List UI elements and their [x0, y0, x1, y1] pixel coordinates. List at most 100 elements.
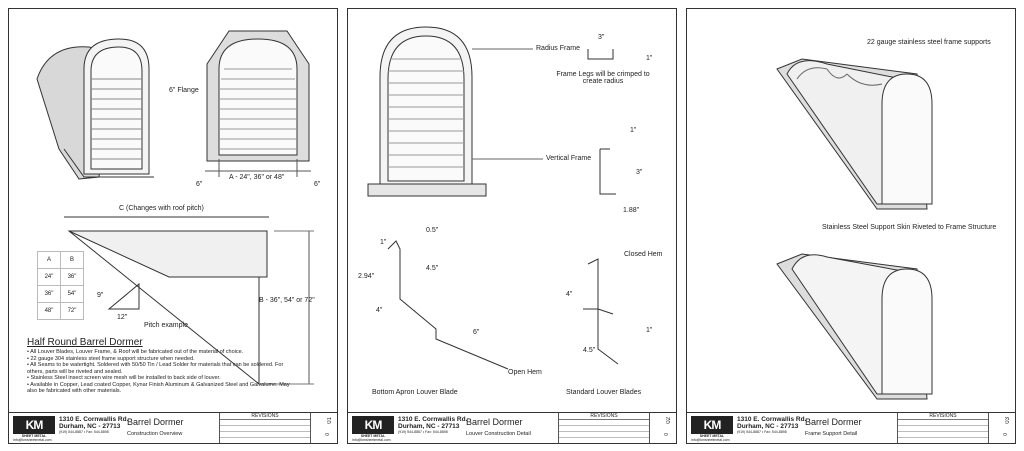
drawing-subtitle: Frame Support Detail — [805, 431, 858, 437]
pitch-example-label: Pitch example — [144, 322, 188, 329]
dormer-3d-view — [36, 38, 154, 180]
notes-list: • All Louver Blades, Louver Frame, & Roo… — [27, 349, 292, 395]
three-top-label: 3" — [598, 34, 605, 41]
sheet-number: 03 — [1005, 417, 1011, 424]
company-contact: (919) 544-8887 • Fax: 544-8898 — [59, 430, 109, 434]
flange-label: 6" Flange — [169, 87, 199, 94]
company-logo-sub: SHEET METAL — [699, 434, 725, 438]
address-line: 1310 E. Cornwallis Rd. — [737, 416, 807, 423]
note-item: • All Seams to be watertight. Soldered w… — [27, 362, 284, 375]
support-skin-view — [776, 253, 933, 400]
three-v-label: 3" — [636, 169, 643, 176]
company-contact: (919) 544-8887 • Fax: 544-8898 — [398, 430, 448, 434]
company-logo-sub: SHEET METAL — [21, 434, 47, 438]
std-45-label: 4.5" — [583, 347, 596, 354]
sheet-number: 01 — [327, 417, 333, 424]
note-item: • 22 gauge 304 stainless steel frame sup… — [27, 355, 195, 362]
revision-number: 0 — [325, 433, 331, 436]
sheet-construction-overview: 6" Flange A - 24", 36" or 48" 6" 6" C (C… — [8, 8, 338, 444]
one88-label: 1.88" — [623, 207, 640, 214]
drawing-name: Barrel Dormer — [127, 417, 184, 427]
company-address: 1310 E. Cornwallis Rd.Durham, NC - 27713 — [398, 416, 467, 430]
revisions-box: REVISIONS — [219, 413, 311, 443]
title-block: KM SHEET METAL 1310 E. Cornwallis Rd.Dur… — [9, 412, 337, 443]
address-line: Durham, NC - 27713 — [398, 423, 460, 430]
note-item: • Stainless Steel insect screen wire mes… — [27, 375, 221, 381]
bottom-apron-label: Bottom Apron Louver Blade — [372, 389, 458, 396]
c-dim-label: C (Changes with roof pitch) — [119, 205, 204, 212]
drawing-subtitle: Construction Overview — [127, 431, 183, 437]
closed-hem-label: Closed Hem — [624, 251, 663, 258]
width-label: A - 24", 36" or 48" — [229, 174, 285, 181]
company-address: 1310 E. Cornwallis Rd.Durham, NC - 27713 — [59, 416, 128, 430]
drawing-sheet1 — [36, 30, 314, 386]
revisions-box: REVISIONS — [897, 413, 989, 443]
company-email: info@kmsheetmetal.com — [352, 438, 391, 442]
louver-elevation — [367, 26, 543, 197]
table-header-b: B — [60, 251, 84, 269]
table-header-a: A — [37, 251, 61, 269]
legs-note: Frame Legs will be crimped to create rad… — [556, 71, 650, 85]
dim-294-label: 2.94" — [358, 273, 375, 280]
skin-label: Stainless Steel Support Skin Riveted to … — [822, 224, 997, 231]
revision-number: 0 — [664, 433, 670, 436]
company-email: info@kmsheetmetal.com — [13, 438, 52, 442]
blade-profiles — [387, 240, 619, 370]
drawing-subtitle: Louver Construction Detail — [466, 431, 531, 437]
frame-supports-view — [776, 58, 933, 210]
table-cell: 72" — [60, 302, 84, 320]
pitch-12-label: 12" — [117, 314, 128, 321]
table-cell: 36" — [37, 285, 61, 303]
revisions-header: REVISIONS — [220, 413, 310, 420]
one-top-label: 1" — [646, 55, 653, 62]
drawing-name: Barrel Dormer — [805, 417, 862, 427]
note-item: • All Louver Blades, Louver Frame, & Roo… — [27, 349, 244, 355]
frame-profiles — [587, 49, 616, 195]
sheet-number: 02 — [666, 417, 672, 424]
sheet-louver-detail: Radius Frame 3" 1" Frame Legs will be cr… — [347, 8, 677, 444]
std-1-label: 1" — [646, 327, 653, 334]
revision-number: 0 — [1003, 433, 1009, 436]
radius-frame-label: Radius Frame — [536, 45, 580, 52]
b-dim-label: B - 36", 54" or 72" — [259, 297, 315, 304]
dormer-front-view — [205, 30, 311, 177]
dim-45-label: 4.5" — [426, 265, 439, 272]
drawing-sheet3 — [776, 58, 933, 400]
company-logo: KM — [691, 416, 733, 434]
address-line: 1310 E. Cornwallis Rd. — [59, 416, 129, 423]
section-heading: Half Round Barrel Dormer — [27, 337, 143, 348]
open-hem-label: Open Hem — [508, 369, 542, 376]
revisions-box: REVISIONS — [558, 413, 650, 443]
company-logo: KM — [352, 416, 394, 434]
address-line: Durham, NC - 27713 — [737, 423, 799, 430]
supports-label: 22 gauge stainless steel frame supports — [867, 39, 991, 46]
company-address: 1310 E. Cornwallis Rd.Durham, NC - 27713 — [737, 416, 806, 430]
six-left-label: 6" — [196, 181, 203, 188]
dim-6-label: 6" — [473, 329, 480, 336]
sheet-frame-support: 22 gauge stainless steel frame supports … — [686, 8, 1016, 444]
table-cell: 24" — [37, 268, 61, 286]
dim-1-label: 1" — [380, 239, 387, 246]
drawing-sheet2 — [367, 26, 619, 370]
title-block: KM SHEET METAL 1310 E. Cornwallis Rd.Dur… — [687, 412, 1015, 443]
company-logo: KM — [13, 416, 55, 434]
vertical-frame-label: Vertical Frame — [546, 155, 592, 162]
drawing-name: Barrel Dormer — [466, 417, 523, 427]
company-logo-sub: SHEET METAL — [360, 434, 386, 438]
dim-4-label: 4" — [376, 307, 383, 314]
table-cell: 54" — [60, 285, 84, 303]
company-contact: (919) 544-8887 • Fax: 544-8898 — [737, 430, 787, 434]
table-cell: 36" — [60, 268, 84, 286]
address-line: 1310 E. Cornwallis Rd. — [398, 416, 468, 423]
table-cell: 48" — [37, 302, 61, 320]
title-block: KM SHEET METAL 1310 E. Cornwallis Rd.Dur… — [348, 412, 676, 443]
dormer-side-view — [64, 216, 314, 386]
standard-blades-label: Standard Louver Blades — [566, 389, 642, 396]
six-right-label: 6" — [314, 181, 321, 188]
revisions-header: REVISIONS — [559, 413, 649, 420]
note-item: • Available in Copper, Lead coated Coppe… — [27, 381, 290, 395]
pitch-9-label: 9" — [97, 292, 104, 299]
dim-05-label: 0.5" — [426, 227, 439, 234]
revisions-header: REVISIONS — [898, 413, 988, 420]
